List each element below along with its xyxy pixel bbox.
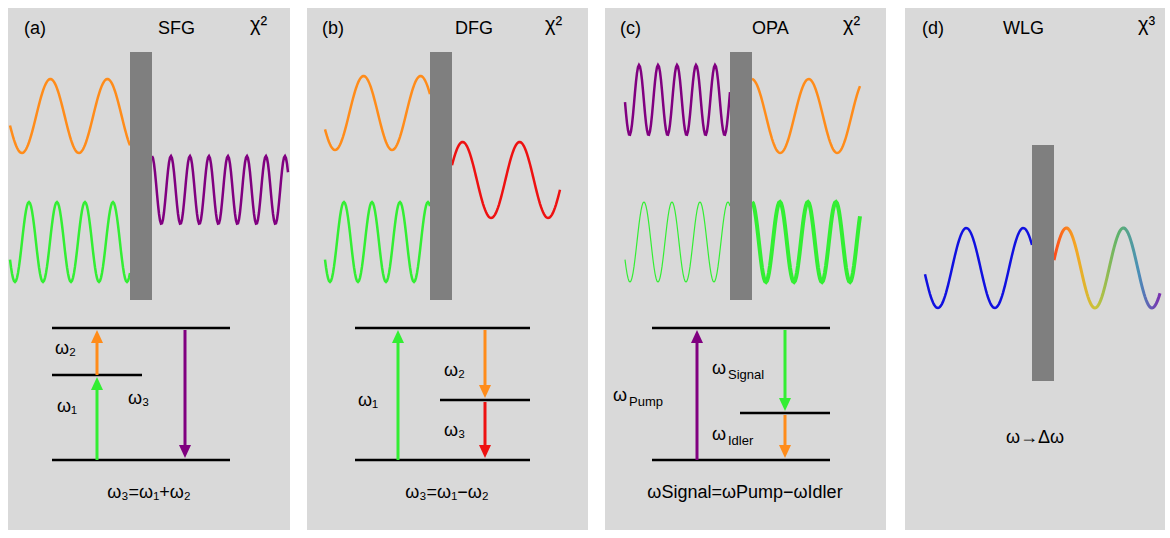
frequency: ω₁ xyxy=(358,390,378,411)
frequency: ω xyxy=(712,358,726,379)
frequency: ω₃ xyxy=(444,420,465,441)
crystal xyxy=(1032,145,1054,381)
frequency: ω₂ xyxy=(444,360,465,381)
light-wave xyxy=(10,202,130,282)
light-wave xyxy=(152,156,288,224)
equation: ωSignal=ωPump−ωIdler xyxy=(647,482,842,503)
crystal xyxy=(430,52,452,300)
arrow-head xyxy=(91,330,103,343)
panel-letter: (c) xyxy=(620,18,641,39)
equation: ω₃=ω₁−ω₂ xyxy=(405,482,489,503)
frequency: ω₁ xyxy=(57,396,77,417)
transition-arrow xyxy=(397,343,400,460)
order-symbol: χ² xyxy=(545,13,562,36)
frequency: ω xyxy=(613,385,627,406)
panel xyxy=(905,8,1165,530)
light-wave xyxy=(325,202,430,282)
transition-arrow xyxy=(784,415,787,445)
panel xyxy=(8,8,290,530)
arrow-head xyxy=(779,398,791,411)
transition-arrow xyxy=(96,390,99,460)
frequency: ω xyxy=(712,424,726,445)
transition-arrow xyxy=(96,343,99,375)
energy-levels xyxy=(52,328,830,460)
subscript: Signal xyxy=(728,368,764,383)
transition-arrow xyxy=(784,330,787,398)
panel-letter: (a) xyxy=(24,18,46,39)
arrow-head xyxy=(779,445,791,458)
arrow-head xyxy=(479,445,491,458)
light-wave xyxy=(452,142,560,218)
order-symbol: χ² xyxy=(250,13,267,36)
order-symbol: χ² xyxy=(843,13,860,36)
arrow-head xyxy=(91,377,103,390)
crystal xyxy=(730,52,752,300)
transition-arrow xyxy=(484,402,487,445)
arrow-head xyxy=(691,330,703,343)
process-name: OPA xyxy=(752,18,789,39)
equation: ω₃=ω₁+ω₂ xyxy=(107,482,191,503)
process-name: WLG xyxy=(1003,18,1044,39)
light-wave xyxy=(10,79,130,153)
transition-arrow xyxy=(696,343,699,460)
transition-arrow xyxy=(184,330,187,445)
subscript: Pump xyxy=(629,395,663,410)
light-wave xyxy=(625,202,730,282)
order-symbol: χ³ xyxy=(1138,13,1155,36)
light-wave xyxy=(1054,228,1160,308)
process-name: SFG xyxy=(158,18,195,39)
equation: ω→Δω xyxy=(1006,427,1064,448)
crystal xyxy=(130,52,152,300)
light-wave xyxy=(625,65,730,135)
frequency: ω₂ xyxy=(55,338,76,359)
subscript: Idler xyxy=(728,434,753,449)
light-wave xyxy=(752,79,860,153)
arrow-head xyxy=(479,385,491,398)
process-name: DFG xyxy=(455,18,493,39)
panel xyxy=(605,8,886,530)
light-wave xyxy=(325,76,430,150)
transition-arrow xyxy=(484,330,487,385)
arrow-head xyxy=(179,445,191,458)
light-wave xyxy=(752,202,860,282)
panel-letter: (b) xyxy=(322,18,344,39)
arrow-head xyxy=(392,330,404,343)
panel xyxy=(307,8,588,530)
light-wave xyxy=(925,228,1032,308)
frequency: ω₃ xyxy=(128,388,149,409)
panel-letter: (d) xyxy=(922,18,944,39)
